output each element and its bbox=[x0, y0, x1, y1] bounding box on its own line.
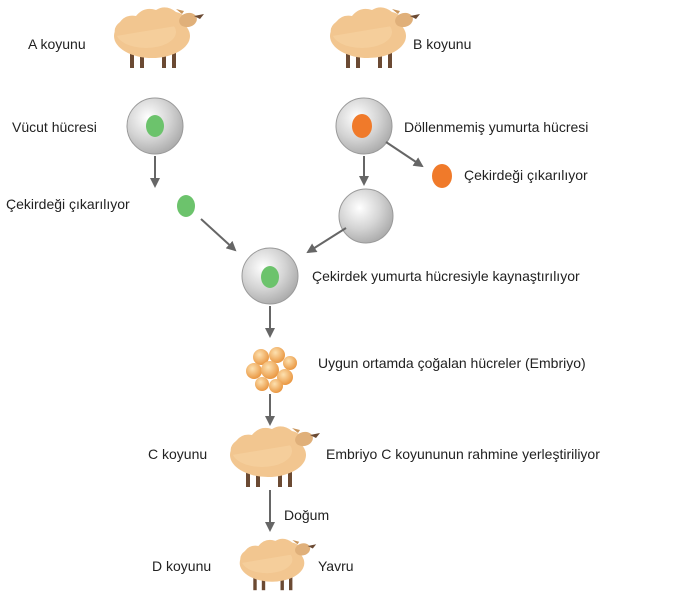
egg-cell-icon bbox=[335, 97, 393, 155]
label-sheep-b: B koyunu bbox=[413, 36, 472, 52]
label-embryo: Uygun ortamda çoğalan hücreler (Embriyo) bbox=[318, 355, 586, 371]
body-cell-icon bbox=[126, 97, 184, 155]
label-sheep-c: C koyunu bbox=[148, 446, 208, 462]
sheep-d-icon bbox=[239, 538, 317, 591]
arrow-egg-to-fusion bbox=[306, 227, 347, 254]
green-nucleus-icon bbox=[177, 195, 195, 217]
sheep-c-icon bbox=[230, 426, 320, 487]
embryo-icon bbox=[246, 347, 297, 393]
label-body-cell: Vücut hücresi bbox=[12, 119, 97, 135]
arrow-egg-nucleus bbox=[385, 141, 424, 168]
sheep-b-icon bbox=[330, 7, 420, 68]
label-unfertilized-egg: Döllenmemiş yumurta hücresi bbox=[404, 119, 589, 135]
orange-nucleus-icon bbox=[432, 164, 452, 188]
label-fusion: Çekirdek yumurta hücresiyle kaynaştırılı… bbox=[312, 268, 580, 284]
arrow-nucleus-to-fusion bbox=[200, 218, 237, 252]
label-sheep-d: D koyunu bbox=[152, 558, 212, 574]
sheep-a-icon bbox=[114, 7, 204, 68]
label-nucleus-removed-right: Çekirdeği çıkarılıyor bbox=[464, 167, 588, 183]
label-nucleus-removed-left: Çekirdeği çıkarılıyor bbox=[6, 196, 130, 212]
enucleated-egg-icon bbox=[338, 188, 394, 244]
fused-cell-icon bbox=[241, 247, 299, 305]
label-implant: Embriyo C koyununun rahmine yerleştirili… bbox=[326, 446, 600, 462]
label-birth: Doğum bbox=[284, 507, 330, 523]
label-offspring: Yavru bbox=[318, 558, 354, 574]
label-sheep-a: A koyunu bbox=[28, 36, 86, 52]
